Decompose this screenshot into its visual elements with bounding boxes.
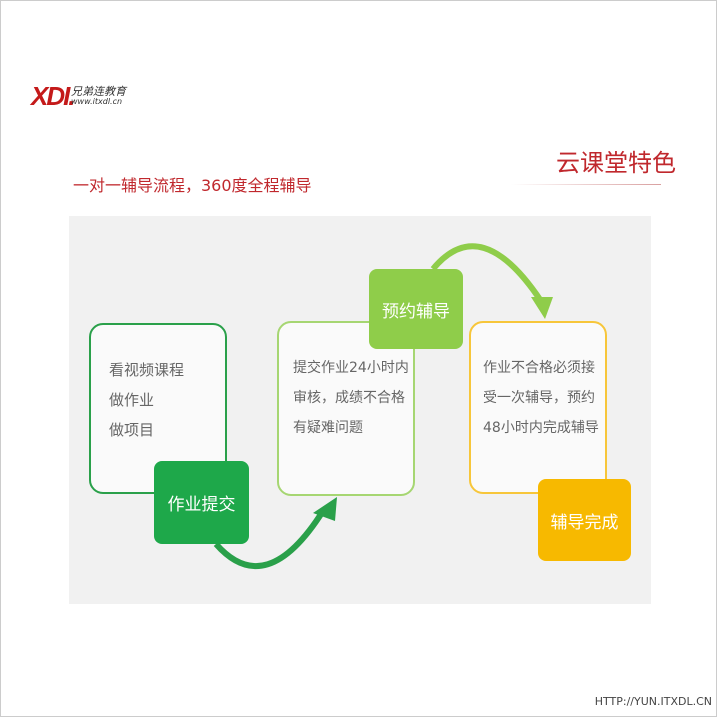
logo-name: 兄弟连教育 <box>71 85 126 98</box>
subtitle: 一对一辅导流程，360度全程辅导 <box>73 176 312 195</box>
tag-submit: 作业提交 <box>154 461 249 544</box>
step-line: 有疑难问题 <box>293 420 363 436</box>
step-line: 看视频课程 <box>109 361 185 379</box>
step-line: 审核，成绩不合格 <box>293 390 405 406</box>
tag-appointment: 预约辅导 <box>369 269 463 349</box>
arrow-1-head <box>313 497 337 521</box>
step-line: 做项目 <box>109 421 155 439</box>
logo-url: www.itxdl.cn <box>71 97 123 106</box>
arrow-2 <box>430 243 544 303</box>
step-line: 作业不合格必须接 <box>483 360 595 376</box>
page-title: 云课堂特色 <box>556 149 676 177</box>
step-line: 48小时内完成辅导 <box>483 420 599 436</box>
step-box-2: 提交作业24小时内 审核，成绩不合格 有疑难问题 <box>277 321 415 496</box>
title-underline <box>511 184 661 185</box>
logo-mark: XDI. <box>31 81 76 111</box>
step-line: 做作业 <box>109 391 155 409</box>
step-line: 受一次辅导，预约 <box>483 390 595 406</box>
step-box-3: 作业不合格必须接 受一次辅导，预约 48小时内完成辅导 <box>469 321 607 494</box>
footer-url: HTTP://YUN.ITXDL.CN <box>594 695 712 708</box>
tag-complete: 辅导完成 <box>538 479 631 561</box>
arrow-2-head <box>531 297 553 319</box>
step-line: 提交作业24小时内 <box>293 360 409 376</box>
arrow-1 <box>213 509 326 570</box>
